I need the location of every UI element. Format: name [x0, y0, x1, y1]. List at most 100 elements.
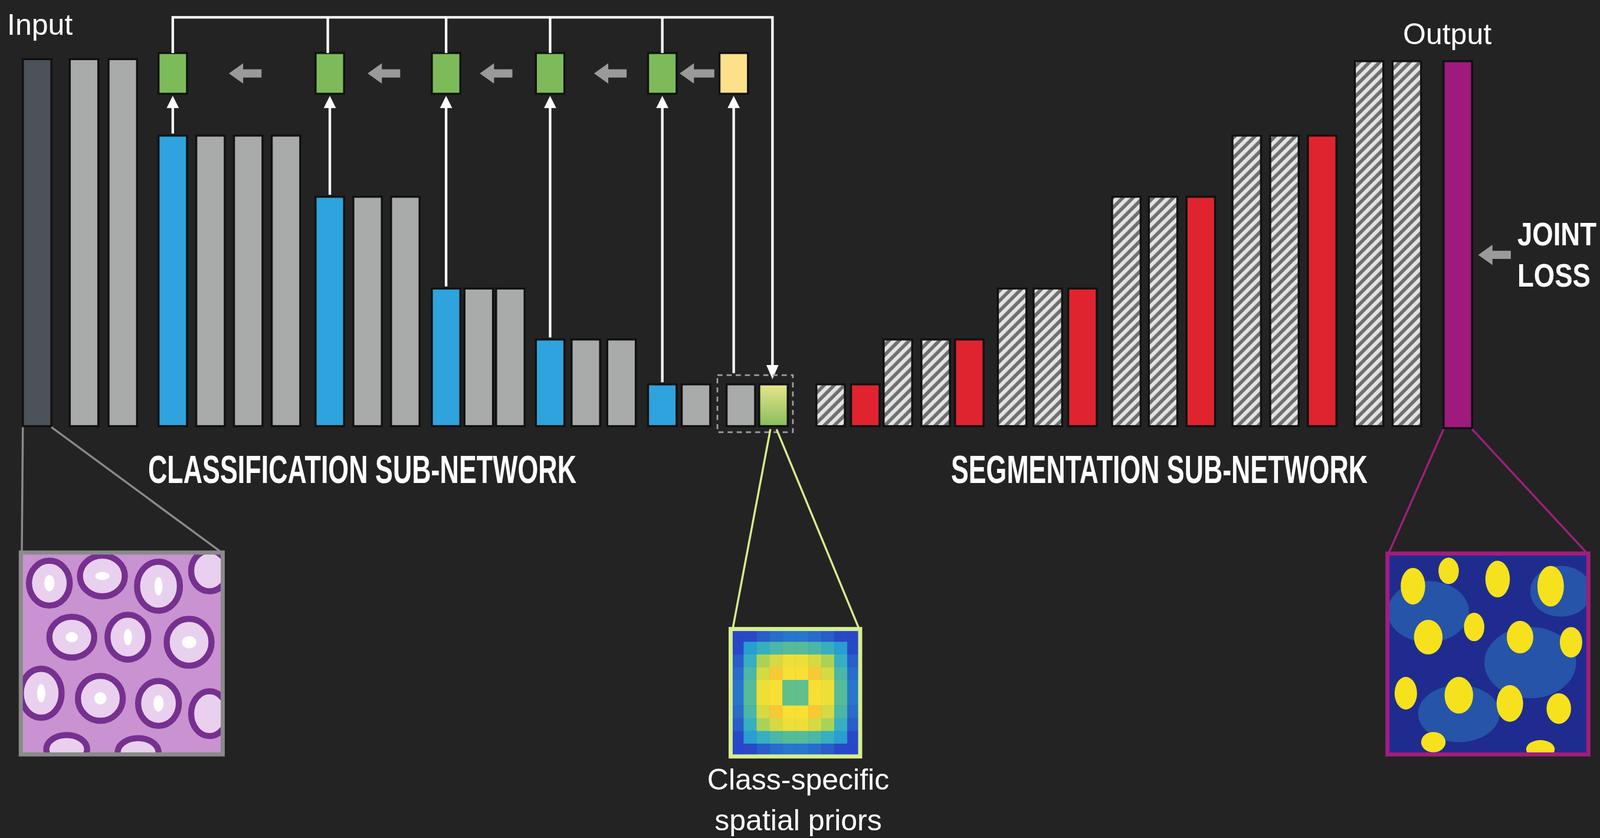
prior-heatmap [730, 629, 861, 758]
heatmap-cell [834, 718, 848, 732]
heatmap-cell [756, 654, 770, 668]
layer-bar [607, 339, 636, 427]
layer-bar [850, 384, 880, 427]
heatmap-cell [821, 718, 835, 732]
heatmap-cell [808, 693, 822, 707]
layer-bar [1148, 197, 1177, 427]
heatmap-cell [756, 641, 770, 655]
prior-caption: Class-specific spatial priors [674, 759, 923, 838]
layer-bar [315, 197, 344, 427]
heatmap-cell [743, 730, 757, 744]
layer-bar [1307, 135, 1337, 427]
layer-bar [1186, 197, 1215, 427]
output-image-frame [1387, 553, 1589, 756]
input-image-frame [20, 552, 223, 755]
layer-bar [391, 197, 420, 427]
layer-bar [496, 288, 525, 426]
flow-arrows [228, 63, 1511, 265]
layer-bar [464, 288, 493, 426]
layer-bar [816, 384, 845, 427]
input-label: Input [7, 7, 73, 43]
heatmap-cell [808, 641, 822, 655]
layer-bar [883, 339, 913, 427]
heatmap-cell [743, 667, 757, 681]
heatmap-cell [795, 680, 809, 694]
loss-label: JOINT LOSS [1517, 213, 1600, 297]
layer-bar [955, 339, 984, 427]
heatmap-cell [769, 718, 783, 732]
prior-layer [759, 384, 788, 427]
layer-bars [23, 53, 1472, 429]
layer-bar [921, 339, 950, 427]
heatmap-cell [808, 730, 822, 744]
layer-bar [1354, 61, 1383, 427]
heatmap-cell [834, 680, 848, 694]
layer-bar [647, 384, 677, 427]
layer-bar [196, 135, 225, 427]
heatmap-cell [769, 654, 783, 668]
heatmap-cell [821, 680, 835, 694]
heatmap-cell [769, 667, 783, 681]
heatmap-cell [795, 705, 809, 719]
heatmap-cell [834, 667, 848, 681]
heatmap-cell [743, 718, 757, 732]
heatmap-cell [834, 654, 848, 668]
skip-connections [172, 17, 773, 383]
heatmap-cell [834, 730, 848, 744]
heatmap-cell [834, 641, 848, 655]
heatmap-cell [782, 654, 796, 668]
heatmap-cell [821, 641, 835, 655]
layer-bar [108, 58, 137, 426]
pooled-feature [719, 53, 748, 94]
heatmap-cell [808, 718, 822, 732]
layer-bar [1270, 135, 1299, 427]
input-layer [23, 58, 52, 426]
layer-bar [1232, 135, 1261, 427]
dashed-group [717, 375, 793, 433]
heatmap-cell [769, 693, 783, 707]
heatmap-cell [795, 667, 809, 681]
pooled-feature [647, 53, 677, 94]
layer-bar [353, 197, 382, 427]
heatmap-cell [808, 667, 822, 681]
heatmap-cell [782, 693, 796, 707]
heatmap-cell [795, 718, 809, 732]
subnetwork-title: CLASSIFICATION SUB-NETWORK [148, 446, 577, 494]
layer-bar [1392, 61, 1421, 427]
heatmap-cell [756, 680, 770, 694]
subnetwork-title: SEGMENTATION SUB-NETWORK [951, 446, 1368, 494]
heatmap-cell [782, 705, 796, 719]
heatmap-cell [782, 730, 796, 744]
heatmap-cell [782, 718, 796, 732]
heatmap-cell [782, 641, 796, 655]
heatmap-cell [782, 680, 796, 694]
heatmap-cell [795, 693, 809, 707]
layer-bar [1033, 288, 1062, 426]
layer-bar [997, 288, 1026, 426]
pooled-feature [431, 53, 461, 94]
pooled-feature [315, 53, 344, 94]
heatmap-cell [795, 730, 809, 744]
layer-bar [271, 135, 301, 427]
layer-bar [571, 339, 600, 427]
heatmap-cell [795, 654, 809, 668]
input-image [20, 552, 223, 755]
pooled-feature [158, 53, 188, 94]
layer-bar [158, 135, 188, 427]
heatmap-cell [743, 680, 757, 694]
layer-bar [1068, 288, 1097, 426]
pooled-feature [535, 53, 565, 94]
layer-bar [535, 339, 565, 427]
heatmap-cell [769, 680, 783, 694]
output-layer [1443, 61, 1472, 429]
heatmap-cell [769, 705, 783, 719]
heatmap-cell [834, 705, 848, 719]
heatmap-cell [756, 718, 770, 732]
layer-bar [69, 58, 98, 426]
heatmap-cell [795, 641, 809, 655]
heatmap-cell [821, 730, 835, 744]
heatmap-cell [808, 654, 822, 668]
heatmap-cell [769, 730, 783, 744]
heatmap-cell [808, 680, 822, 694]
